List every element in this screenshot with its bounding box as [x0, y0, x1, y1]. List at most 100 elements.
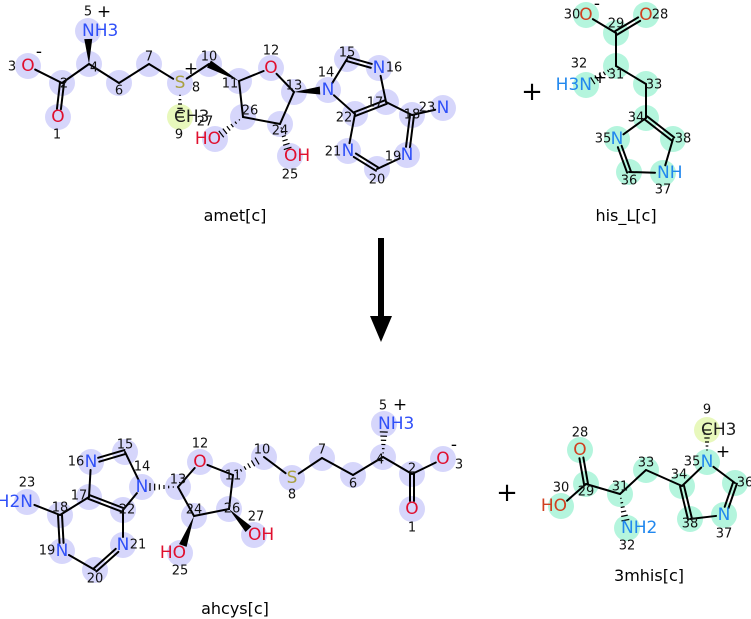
molecule-name-his-l: his_L[c] [595, 206, 656, 226]
atom-number: 33 [638, 456, 655, 471]
atom-number: 27 [197, 115, 214, 130]
bond-double [616, 146, 629, 174]
atom-number: 35 [595, 132, 612, 147]
bond-single [193, 508, 230, 517]
atom-highlight [711, 502, 737, 528]
atom-charge: + [716, 442, 730, 462]
bond-wedge [294, 86, 321, 95]
atom-label: O [573, 440, 586, 460]
bond-double [346, 56, 373, 65]
molecule-name-3mhis: 3mhis[c] [614, 566, 684, 585]
reaction-arrow [370, 238, 392, 342]
atom-label: O [21, 56, 34, 76]
bond-single [382, 456, 413, 475]
atom-number: 26 [242, 104, 259, 119]
bond-single [88, 63, 120, 84]
atom-label: N [136, 477, 149, 497]
bond-single [33, 503, 61, 516]
bond-wedge [179, 516, 194, 547]
bond-hash [282, 138, 288, 142]
atom-highlight [167, 70, 193, 96]
bond-single [67, 553, 96, 571]
atom-number: 24 [186, 503, 203, 518]
atom-number: 3 [8, 60, 16, 75]
atom-charge: + [184, 59, 198, 79]
atom-number: 7 [145, 50, 153, 65]
atom-highlight [371, 411, 397, 437]
atom-number: 38 [675, 132, 692, 147]
bond-single [177, 486, 195, 517]
bond-single [177, 467, 196, 488]
atom-number: 2 [408, 462, 416, 477]
molecule-name-ahcys: ahcys[c] [201, 599, 269, 618]
bond-double [643, 118, 673, 142]
atom-number: 20 [87, 572, 104, 587]
atom-number: 22 [119, 503, 136, 518]
atom-number: 24 [272, 124, 289, 139]
bond-single [242, 116, 281, 125]
atom-highlight [567, 437, 593, 463]
bond-double [88, 494, 125, 510]
atom-number: 26 [224, 502, 241, 517]
atom-number: 10 [201, 50, 218, 65]
bond-double [97, 449, 126, 459]
atom-label: O [193, 452, 206, 472]
atom-number: 17 [367, 96, 384, 111]
atom-label: O [579, 5, 592, 25]
atom-number: 32 [571, 57, 588, 72]
atom-number: 7 [318, 443, 326, 458]
bond-single [348, 113, 356, 145]
bond-hash [243, 465, 247, 471]
atom-highlight [650, 160, 676, 186]
bond-single [297, 457, 323, 475]
atom-number: 21 [130, 538, 147, 553]
atom-label: NH [657, 163, 683, 183]
bond-double [354, 102, 388, 117]
bond-hash [230, 123, 234, 128]
bond-double [682, 484, 693, 520]
atom-number: 13 [170, 473, 187, 488]
atom-number: 19 [39, 544, 56, 559]
atom-number: 23 [19, 476, 36, 491]
atom-number: 10 [254, 443, 271, 458]
atom-number: 5 [84, 5, 92, 20]
atom-number: 15 [117, 438, 134, 453]
atom-label: N [322, 80, 335, 100]
atom-number: 30 [553, 481, 570, 496]
atom-number: 34 [671, 468, 688, 483]
bond-hash [236, 471, 238, 474]
atom-highlight [573, 72, 599, 98]
atom-number: 15 [339, 46, 356, 61]
atom-number: 14 [134, 460, 151, 475]
atom-label: N [611, 129, 624, 149]
bond-double [353, 99, 387, 114]
plus-sign-products: + [496, 478, 518, 508]
atom-highlight [45, 104, 71, 130]
bond-wedge [207, 60, 239, 81]
atom-highlight [604, 126, 630, 152]
bond-single [712, 465, 736, 484]
atom-number: 22 [336, 111, 353, 126]
atom-label: OH [248, 525, 274, 545]
atom-label: N [373, 58, 386, 78]
bond-single [622, 117, 647, 136]
atom-number: 23 [419, 101, 436, 116]
bond-single [238, 80, 244, 118]
bond-double [723, 481, 735, 508]
atom-number: 5 [379, 399, 387, 414]
bond-single [238, 70, 265, 82]
atom-number: 38 [682, 517, 699, 532]
bond-double [405, 113, 412, 148]
atom-number: 28 [572, 426, 589, 441]
bond-double [727, 482, 738, 510]
atom-label: N [701, 452, 714, 472]
bond-double [352, 155, 377, 172]
bond-single [124, 451, 140, 481]
bond-wedge [229, 509, 252, 533]
bond-double [620, 144, 632, 173]
atom-number: 25 [172, 564, 189, 579]
bond-single [681, 466, 703, 487]
atom-number: 9 [703, 403, 711, 418]
